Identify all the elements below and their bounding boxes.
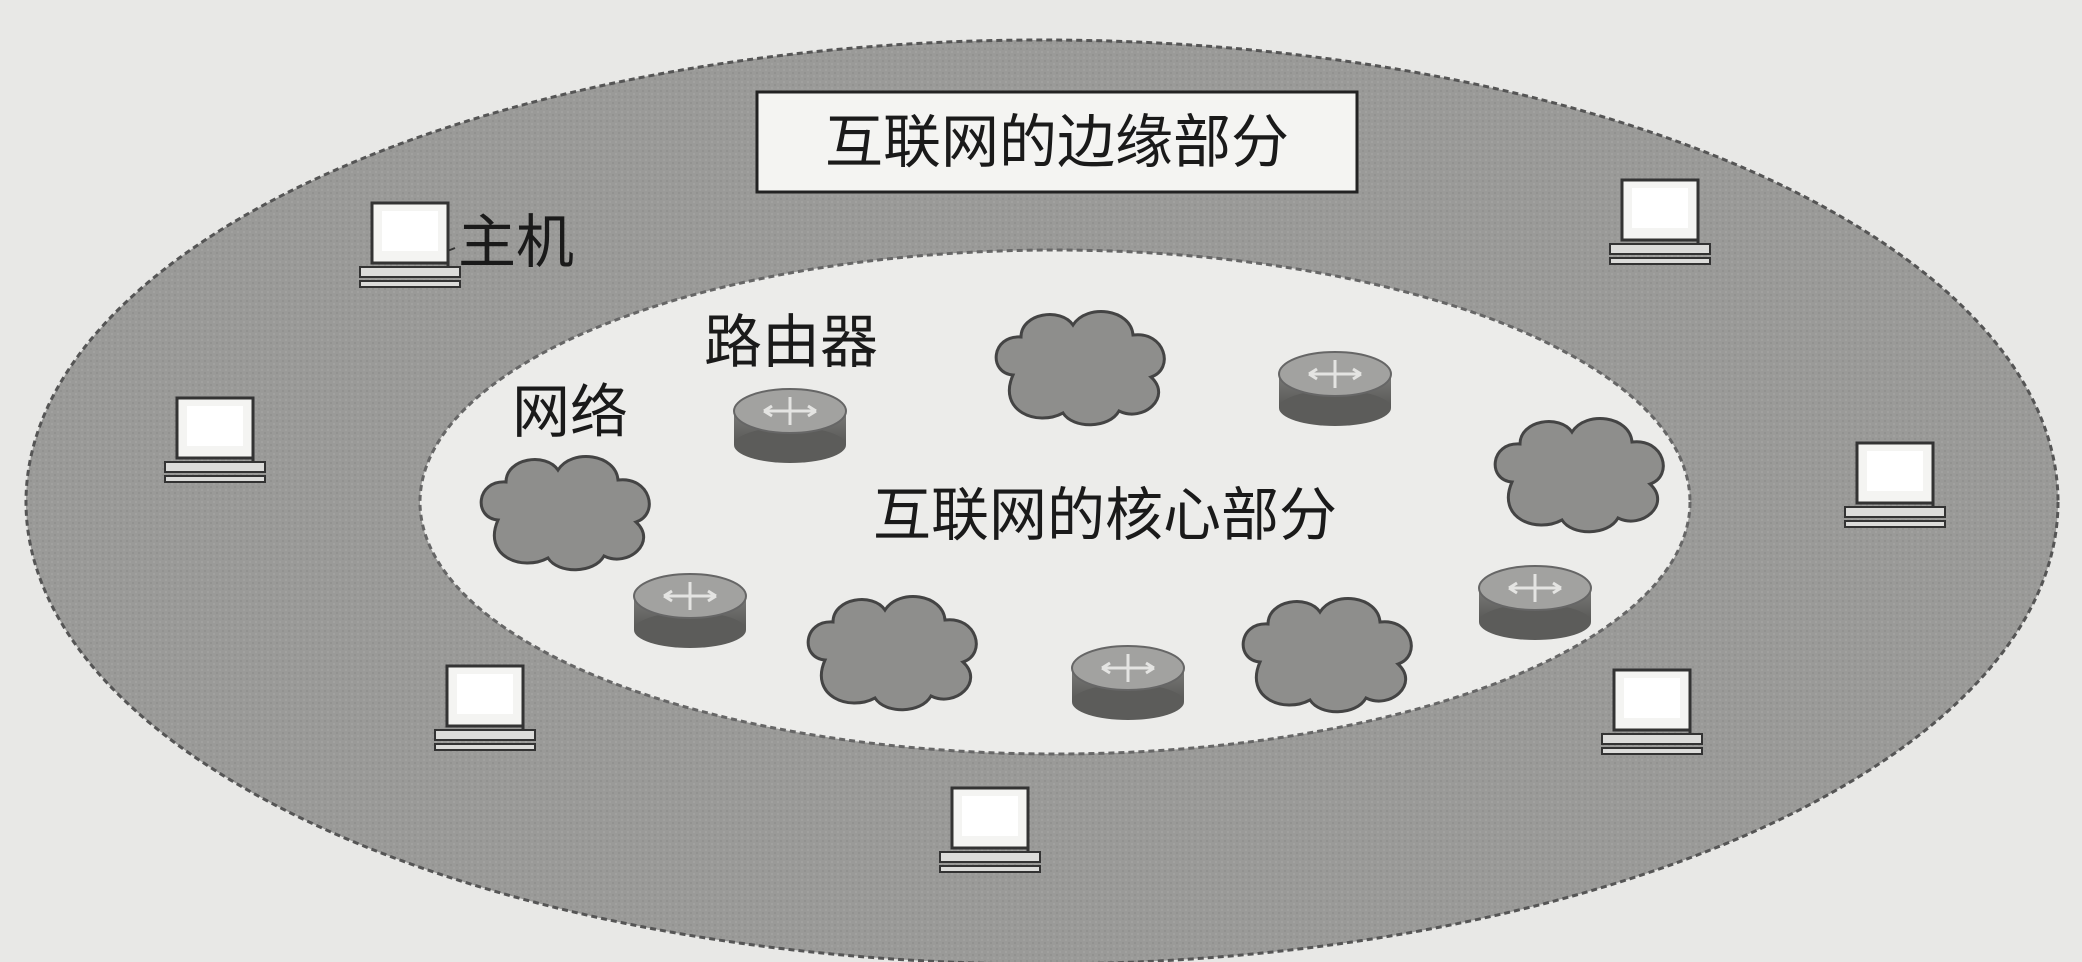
network-cloud-icon	[1493, 417, 1665, 534]
host-computer-icon	[434, 664, 536, 751]
host-computer-icon	[1844, 441, 1946, 528]
host-computer-icon	[1609, 178, 1711, 265]
router-label: 路由器	[704, 308, 878, 376]
edge-title: 互联网的边缘部分	[825, 108, 1289, 176]
router-icon	[1478, 565, 1592, 640]
host-computer-icon	[939, 786, 1041, 873]
routers-layer	[633, 351, 1592, 720]
network-label: 网络	[512, 378, 628, 446]
network-cloud-icon	[994, 310, 1166, 427]
router-icon	[1071, 645, 1185, 720]
router-icon	[1278, 351, 1392, 426]
host-computer-icon	[359, 201, 461, 288]
clouds-layer	[479, 310, 1665, 714]
edge-title-box: 互联网的边缘部分	[755, 90, 1359, 194]
network-cloud-icon	[806, 595, 978, 712]
host-computer-icon	[164, 396, 266, 483]
core-title: 互联网的核心部分	[873, 481, 1337, 549]
host-label: 主机	[458, 208, 574, 276]
network-cloud-icon	[1241, 597, 1413, 714]
hosts-layer	[164, 178, 1946, 873]
router-icon	[733, 388, 847, 463]
network-cloud-icon	[479, 455, 651, 572]
router-icon	[633, 573, 747, 648]
host-computer-icon	[1601, 668, 1703, 755]
